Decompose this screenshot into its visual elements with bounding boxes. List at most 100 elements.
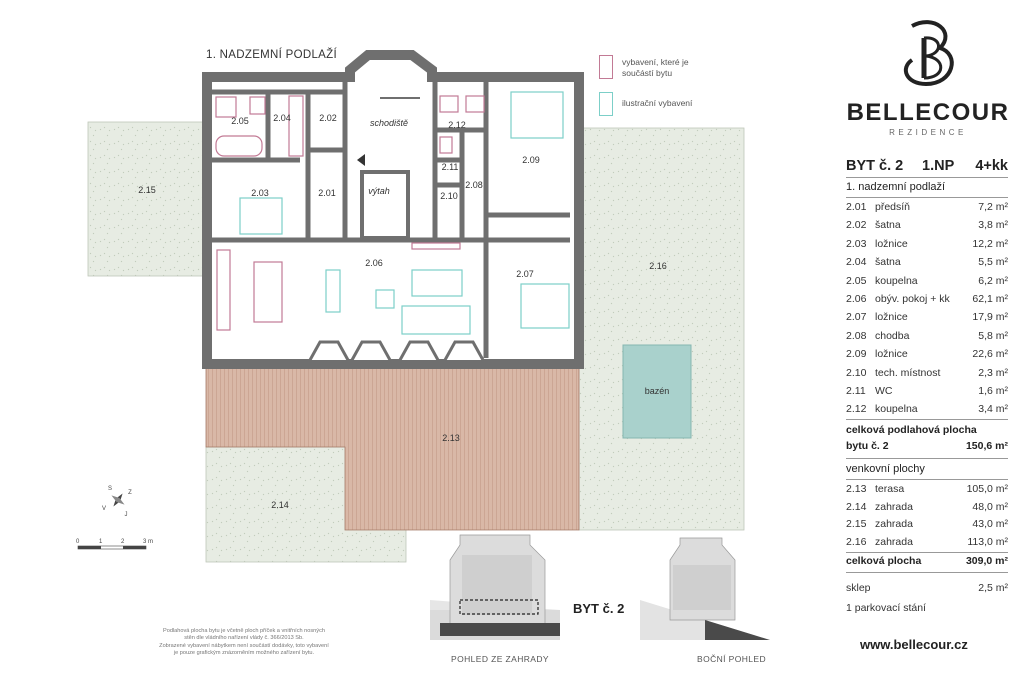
room-area: 3,4 m² — [978, 403, 1008, 416]
room-name: obýv. pokoj + kk — [875, 293, 950, 305]
svg-text:S: S — [108, 486, 112, 492]
room-name: chodba — [875, 329, 910, 342]
parking-label: 1 parkovací stání — [846, 602, 926, 614]
note-line: stěn dle vládního nařízení vlády č. 366/… — [184, 635, 304, 642]
room-name: WC — [875, 385, 893, 397]
total-label: bytu č. 2 — [846, 440, 889, 452]
divider — [846, 419, 1008, 420]
floor-plan: 2.05 2.04 2.02 schodiště 2.12 2.09 2.11 … — [76, 50, 770, 640]
room-name: ložnice — [875, 237, 908, 250]
legend-illustrative: ilustrační vybavení — [622, 98, 692, 109]
room-area: 22,6 m² — [972, 348, 1008, 361]
svg-text:0: 0 — [76, 539, 80, 545]
note-line: Zobrazené vybavení nábytkem není součást… — [159, 642, 329, 649]
legend-text: ilustrační vybavení — [622, 98, 693, 108]
outdoor-area: 105,0 m² — [966, 483, 1008, 495]
room-code: 2.02 — [846, 219, 867, 232]
room-label: 2.09 — [522, 155, 540, 165]
outdoor-area: 48,0 m² — [972, 500, 1008, 513]
room-code: 2.04 — [846, 256, 867, 269]
svg-text:2: 2 — [121, 539, 125, 545]
room-row: 2.09 ložnice 22,6 m² — [846, 348, 1008, 363]
room-area: 3,8 m² — [978, 219, 1008, 232]
website-link[interactable]: www.bellecour.cz — [860, 637, 968, 652]
room-name: šatna — [875, 219, 901, 232]
room-label: 2.01 — [318, 188, 336, 198]
room-label: 2.10 — [440, 191, 458, 201]
elevation-garden-view — [430, 534, 560, 640]
garden-2-16 — [578, 127, 745, 531]
garden-2-15 — [87, 121, 213, 277]
room-area: 62,1 m² — [972, 293, 1008, 305]
room-label: bazén — [645, 386, 670, 396]
divider — [846, 177, 1008, 178]
room-label: 2.11 — [442, 162, 459, 172]
room-label: 2.04 — [273, 113, 291, 123]
room-area: 7,2 m² — [978, 201, 1008, 213]
outdoor-row: 2.14 zahrada 48,0 m² — [846, 501, 1008, 516]
room-label: schodiště — [370, 118, 408, 128]
compass-icon: S Z J V — [102, 486, 132, 518]
room-label: 2.06 — [365, 258, 383, 268]
outdoor-area: 43,0 m² — [972, 518, 1008, 530]
room-label: 2.15 — [138, 185, 156, 195]
legend-swatch-fixed — [599, 55, 613, 79]
elevation-side-view — [640, 537, 770, 640]
apartment-layout: 4+kk — [975, 158, 1008, 174]
plan-notes: Podlahová plocha bytu je včetně ploch př… — [128, 628, 360, 657]
room-label: 2.07 — [516, 269, 534, 279]
parking-row: 1 parkovací stání — [846, 602, 1008, 617]
pool — [622, 344, 692, 439]
room-code: 2.06 — [846, 293, 867, 305]
room-label: 2.03 — [251, 188, 269, 198]
outdoor-code: 2.14 — [846, 500, 867, 513]
legend-fixed: vybavení, které je součástí bytu — [622, 57, 689, 79]
divider — [846, 552, 1008, 553]
outdoor-code: 2.15 — [846, 518, 867, 530]
svg-text:Z: Z — [128, 490, 132, 496]
outdoor-code: 2.13 — [846, 483, 867, 495]
room-name: ložnice — [875, 348, 908, 361]
svg-text:3 m: 3 m — [143, 539, 153, 545]
divider — [846, 458, 1008, 459]
svg-text:1: 1 — [99, 539, 103, 545]
room-row: 2.01 předsíň 7,2 m² — [846, 201, 1008, 216]
info-panel: BELLECOUR REZIDENCE BYT č. 2 1.NP 4+kk 1… — [830, 0, 1024, 676]
svg-text:V: V — [102, 506, 106, 512]
brand-logo-icon — [903, 20, 954, 87]
cellar-area: 2,5 m² — [978, 582, 1008, 594]
room-label: 2.05 — [231, 116, 249, 126]
plan-title: 1. NADZEMNÍ PODLAŽÍ — [206, 49, 337, 61]
outdoor-name: terasa — [875, 483, 905, 495]
legend-text: vybavení, které je — [622, 57, 689, 67]
divider — [846, 572, 1008, 573]
cellar-label: sklep — [846, 582, 871, 594]
room-row: 2.04 šatna 5,5 m² — [846, 256, 1008, 271]
outdoor-name: zahrada — [875, 500, 913, 513]
room-name: tech. místnost — [875, 366, 941, 379]
floor-section-title: 1. nadzemní podlaží — [846, 181, 946, 193]
room-name: předsíň — [875, 201, 911, 213]
room-code: 2.09 — [846, 348, 867, 361]
cellar-row: sklep 2,5 m² — [846, 582, 1008, 597]
room-code: 2.01 — [846, 201, 867, 213]
room-label: 2.16 — [649, 261, 667, 271]
legend-swatch-illustrative — [599, 92, 613, 116]
room-name: šatna — [875, 256, 901, 269]
room-label: 2.14 — [271, 500, 289, 510]
scale-bar: 0 1 2 3 m — [76, 539, 153, 550]
room-name: koupelna — [875, 274, 918, 287]
outdoor-name: zahrada — [875, 535, 913, 548]
room-name: koupelna — [875, 403, 918, 416]
room-area: 5,5 m² — [978, 256, 1008, 269]
room-area: 17,9 m² — [972, 311, 1008, 324]
total-area-row-2: bytu č. 2 150,6 m² — [846, 440, 1008, 455]
elevator-shaft — [360, 170, 410, 240]
room-label: 2.12 — [448, 120, 466, 130]
room-label: 2.08 — [465, 180, 483, 190]
room-code: 2.11 — [846, 385, 866, 397]
